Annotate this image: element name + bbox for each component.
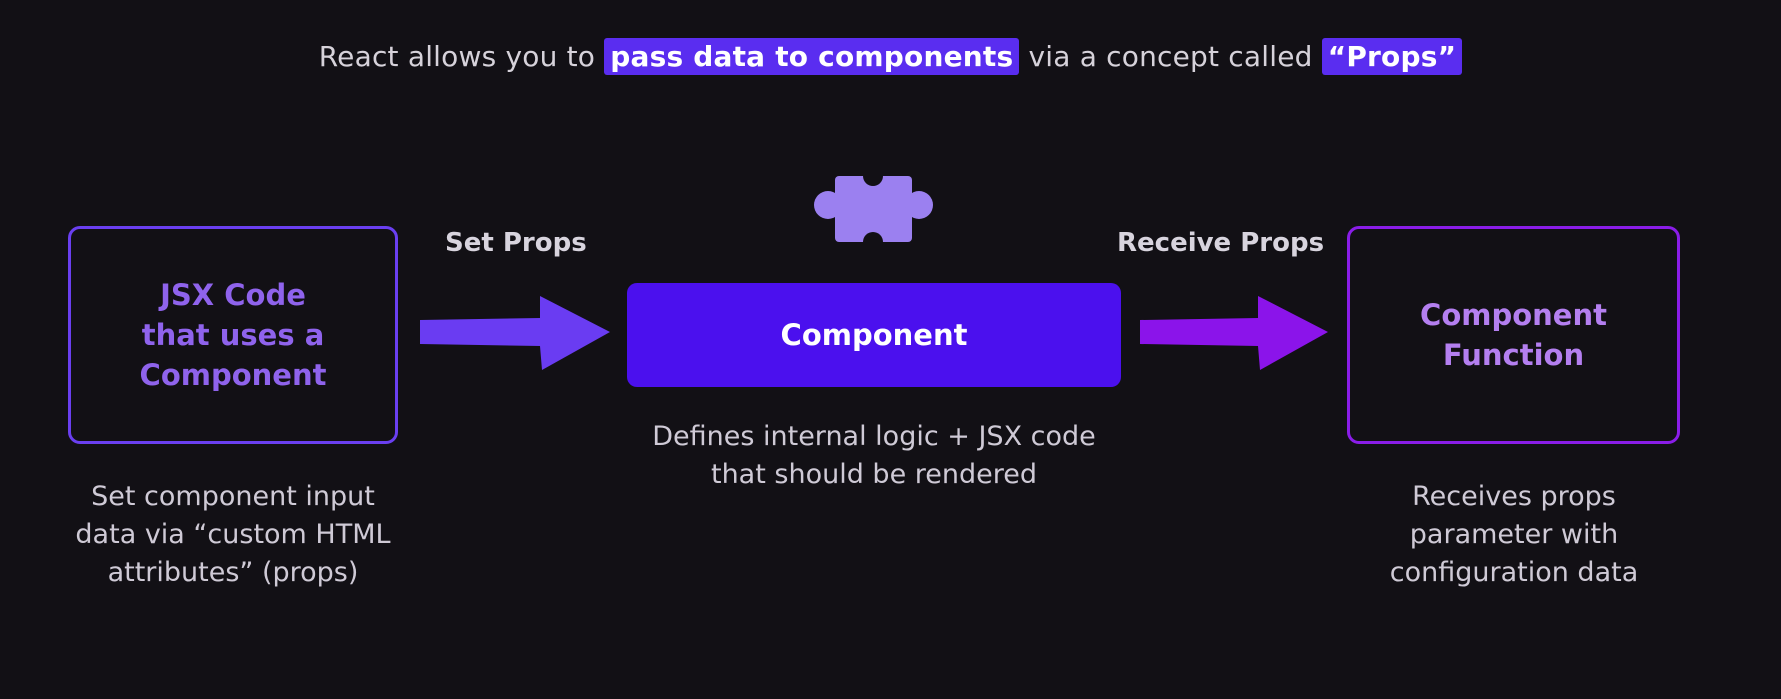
set-props-label: Set Props xyxy=(445,228,587,258)
headline-part1: React allows you to xyxy=(318,40,605,73)
headline-highlight-pass-data: pass data to components xyxy=(604,38,1020,75)
component-function-box-title: Component Function xyxy=(1420,298,1607,372)
component-function-box: Component Function xyxy=(1347,226,1680,444)
set-props-arrow-icon xyxy=(420,296,610,370)
component-box: Component xyxy=(627,283,1121,387)
component-function-description: Receives props parameter with configurat… xyxy=(1389,481,1639,588)
receive-props-arrow-icon xyxy=(1140,296,1328,370)
receive-props-label: Receive Props xyxy=(1117,228,1325,258)
headline-part2: via a concept called xyxy=(1019,40,1322,73)
component-description: Defines internal logic + JSX code that s… xyxy=(652,421,1096,490)
component-box-title: Component xyxy=(780,318,968,352)
headline: React allows you to pass data to compone… xyxy=(0,38,1781,75)
jsx-code-box-title: JSX Code that uses a Component xyxy=(139,278,327,392)
jsx-code-box: JSX Code that uses a Component xyxy=(68,226,398,444)
headline-highlight-props: “Props” xyxy=(1321,38,1463,75)
puzzle-piece-icon xyxy=(814,168,933,248)
jsx-code-description: Set component input data via “custom HTM… xyxy=(75,481,391,588)
